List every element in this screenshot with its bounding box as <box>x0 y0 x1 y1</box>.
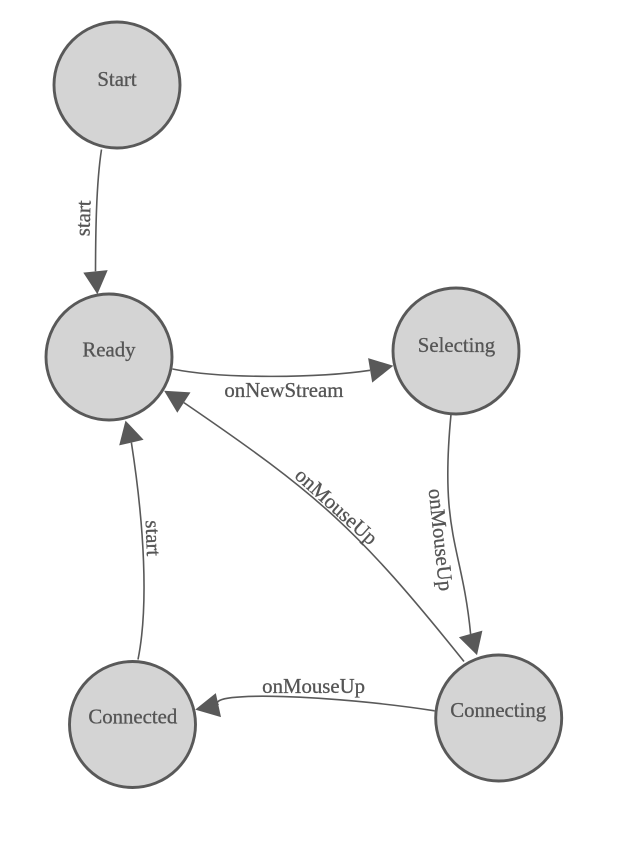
svg-text:Selecting: Selecting <box>418 334 495 357</box>
svg-text:Start: Start <box>97 68 137 91</box>
svg-text:start: start <box>141 520 165 557</box>
svg-text:onMouseUp: onMouseUp <box>262 675 365 698</box>
svg-text:Connecting: Connecting <box>450 699 546 722</box>
svg-text:Ready: Ready <box>82 338 136 361</box>
svg-text:Connected: Connected <box>88 706 178 729</box>
svg-text:onNewStream: onNewStream <box>224 379 343 402</box>
svg-text:start: start <box>71 200 95 237</box>
